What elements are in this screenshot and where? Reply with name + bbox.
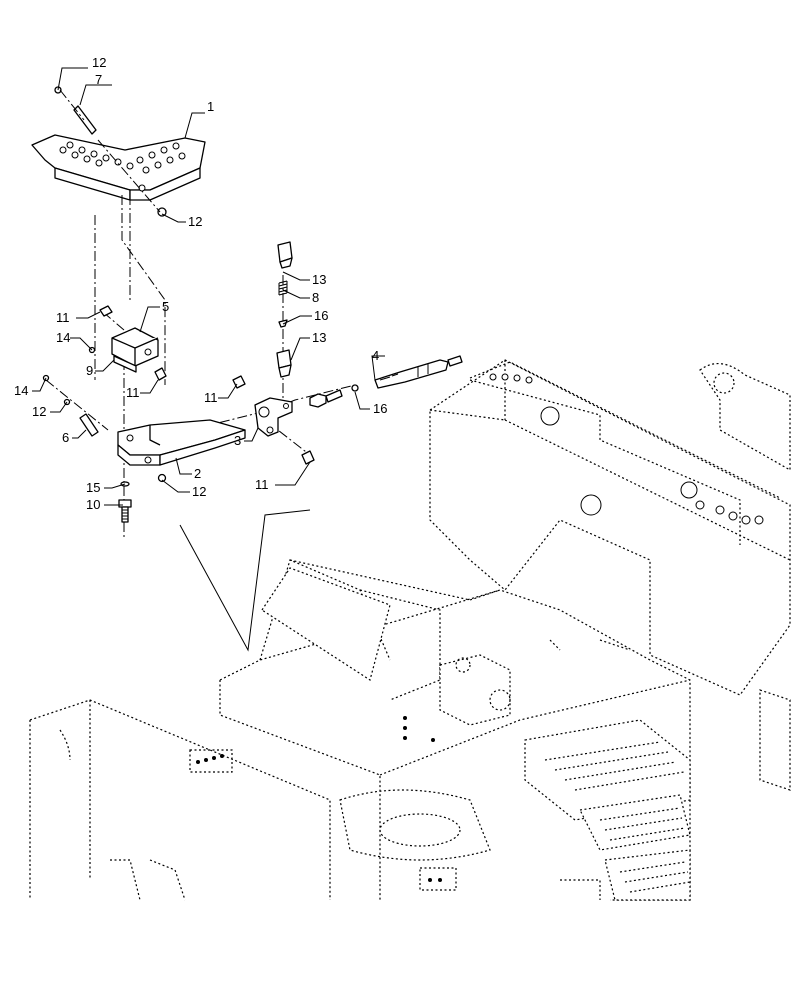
pivot-lever bbox=[254, 397, 293, 437]
callout-16-rod: 16 bbox=[314, 308, 328, 323]
callout-6: 6 bbox=[62, 430, 69, 445]
step-treads bbox=[544, 741, 691, 893]
spacer-11-a bbox=[99, 305, 113, 317]
spacer-11-c bbox=[232, 375, 246, 389]
pin-6 bbox=[79, 413, 99, 437]
callout-14-left: 14 bbox=[14, 383, 28, 398]
callout-13-top: 13 bbox=[312, 272, 326, 287]
callout-labels: 12 7 1 12 13 8 16 13 5 11 14 9 11 14 12 … bbox=[14, 55, 387, 512]
callout-11-right: 11 bbox=[255, 477, 269, 492]
pedal-holes bbox=[59, 141, 186, 174]
clip-12-d bbox=[157, 473, 167, 483]
top-plate-holes bbox=[489, 373, 764, 525]
rod-end-13-bottom bbox=[276, 349, 292, 378]
callout-8: 8 bbox=[312, 290, 319, 305]
callout-15: 15 bbox=[86, 480, 100, 495]
callout-14-block: 14 bbox=[56, 330, 70, 345]
location-pointer-lines bbox=[179, 509, 311, 652]
cable-4 bbox=[309, 355, 463, 408]
callout-11-block: 11 bbox=[56, 310, 70, 325]
callout-12-pedal: 12 bbox=[188, 214, 202, 229]
switch-block bbox=[111, 327, 159, 373]
callout-1: 1 bbox=[207, 99, 214, 114]
callout-2: 2 bbox=[194, 466, 201, 481]
callout-12-left: 12 bbox=[32, 404, 46, 419]
callout-3: 3 bbox=[234, 433, 241, 448]
spacer-11-b bbox=[154, 367, 167, 381]
callout-4: 4 bbox=[372, 348, 379, 363]
callout-13-bottom: 13 bbox=[312, 330, 326, 345]
pedal-plate bbox=[31, 134, 206, 201]
bolt-10 bbox=[118, 499, 132, 523]
leader-lines bbox=[32, 67, 385, 506]
clip-12-pedal bbox=[157, 207, 167, 217]
callout-5: 5 bbox=[162, 299, 169, 314]
pin-7 bbox=[73, 105, 97, 135]
callout-11-lever: 11 bbox=[204, 390, 218, 405]
callout-9: 9 bbox=[86, 363, 93, 378]
callout-10: 10 bbox=[86, 497, 100, 512]
rod-end-13-top bbox=[277, 241, 293, 269]
spring-8 bbox=[278, 280, 288, 296]
nut-16-cable bbox=[351, 384, 359, 392]
machine-frame bbox=[29, 359, 791, 901]
callout-12-bracket: 12 bbox=[192, 484, 206, 499]
block-holes bbox=[196, 716, 442, 882]
callout-16-cable: 16 bbox=[373, 401, 387, 416]
bracket-plate bbox=[117, 419, 246, 466]
callout-11-under: 11 bbox=[126, 385, 140, 400]
callout-7: 7 bbox=[95, 72, 102, 87]
spacer-11-d bbox=[301, 450, 315, 465]
callout-12-top: 12 bbox=[92, 55, 106, 70]
